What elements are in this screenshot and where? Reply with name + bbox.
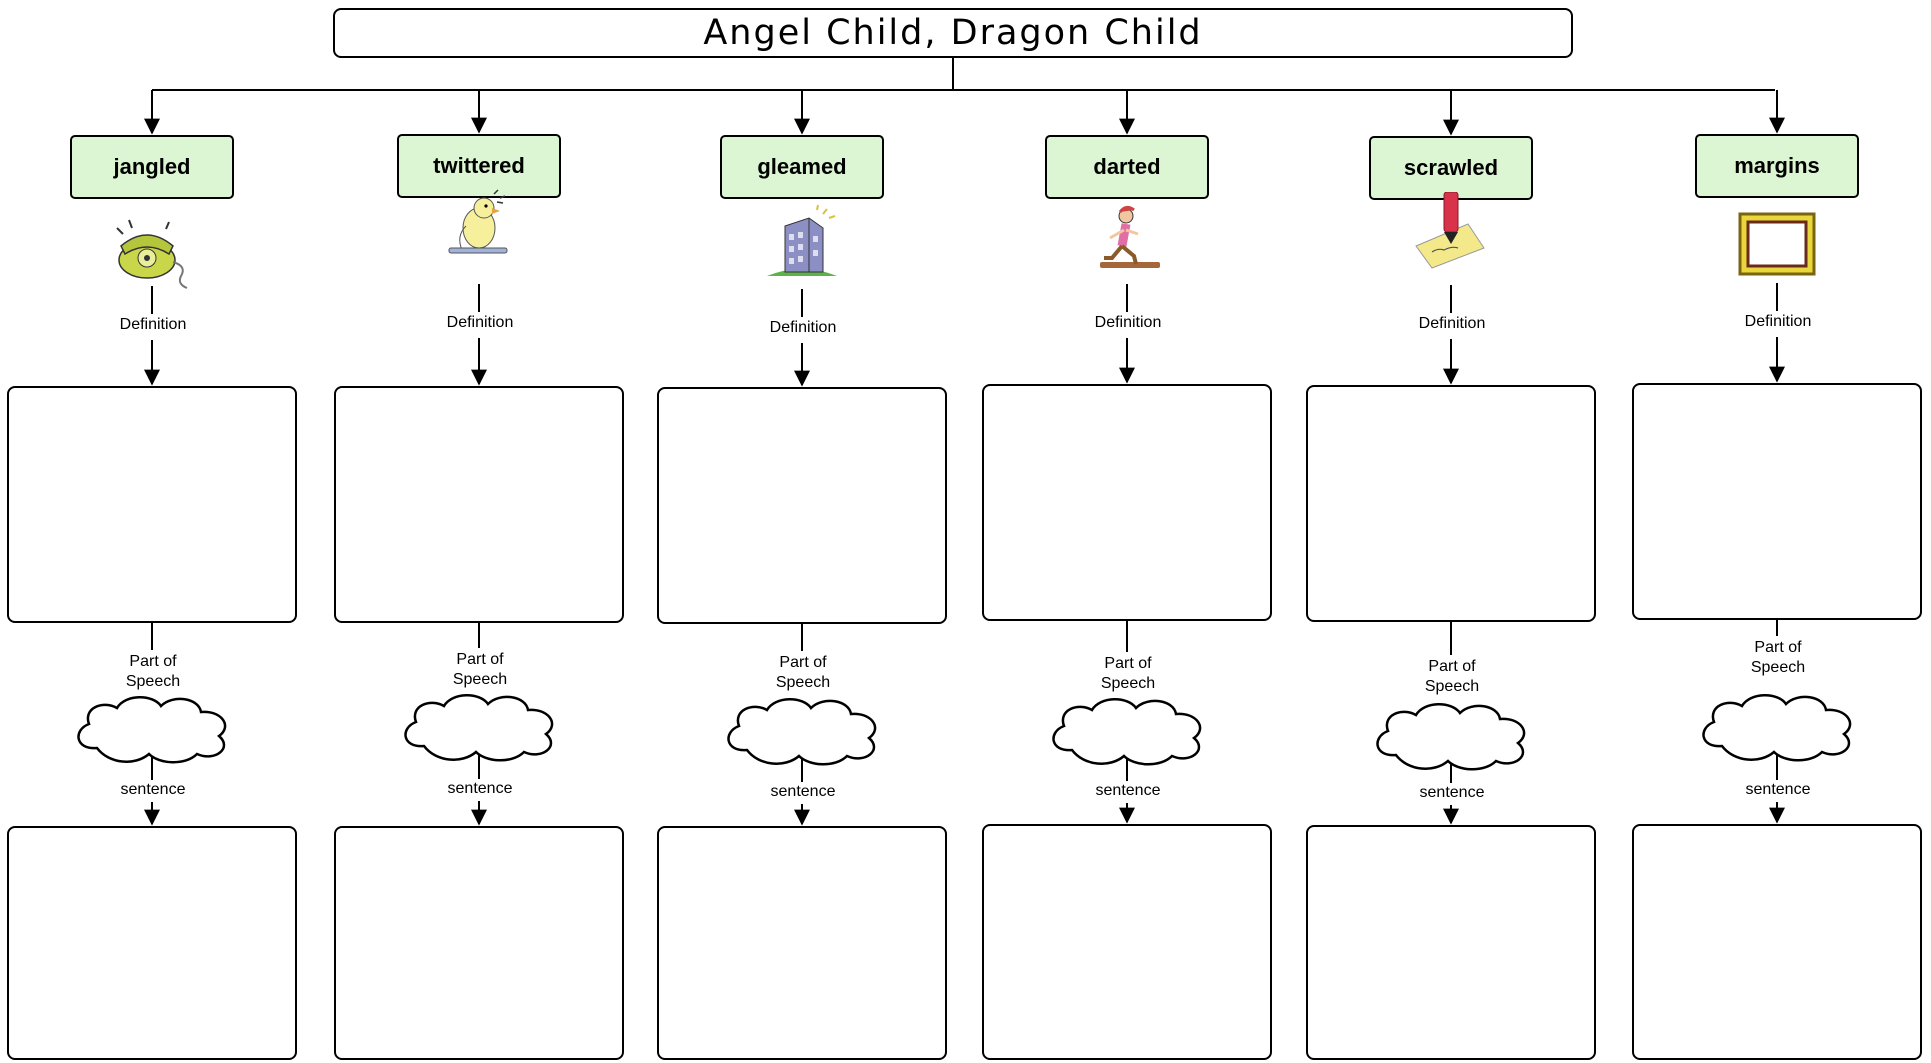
part-of-speech-label: Part of Speech <box>439 650 521 690</box>
sentence-label: sentence <box>752 782 854 802</box>
definition-box[interactable] <box>7 386 297 623</box>
sentence-label: sentence <box>1077 781 1179 801</box>
definition-box[interactable] <box>1306 385 1596 622</box>
definition-label: Definition <box>1077 313 1179 333</box>
definition-label: Definition <box>429 313 531 333</box>
part-of-speech-cloud[interactable] <box>719 694 885 766</box>
vocabulary-word: darted <box>1093 154 1161 179</box>
pen-writing-icon <box>1406 191 1496 272</box>
definition-box[interactable] <box>982 384 1272 621</box>
definition-label: Definition <box>1727 312 1829 332</box>
word-box-gleamed: gleamed <box>720 135 884 199</box>
sentence-box[interactable] <box>7 826 297 1060</box>
bird-icon <box>434 186 524 266</box>
sentence-box[interactable] <box>1306 825 1596 1060</box>
word-box-darted: darted <box>1045 135 1209 199</box>
sentence-box[interactable] <box>1632 824 1922 1060</box>
sentence-label: sentence <box>102 780 204 800</box>
telephone-icon <box>107 210 197 290</box>
sentence-box[interactable] <box>982 824 1272 1060</box>
definition-label: Definition <box>102 315 204 335</box>
part-of-speech-cloud[interactable] <box>69 692 235 764</box>
vocabulary-word: jangled <box>113 154 191 179</box>
diagram-title-box: Angel Child, Dragon Child <box>333 8 1573 58</box>
picture-frame-icon <box>1732 206 1822 286</box>
vocabulary-word: scrawled <box>1403 155 1499 180</box>
definition-box[interactable] <box>657 387 947 624</box>
definition-box[interactable] <box>334 386 624 623</box>
part-of-speech-label: Part of Speech <box>1737 638 1819 678</box>
part-of-speech-cloud[interactable] <box>396 690 562 762</box>
sentence-box[interactable] <box>334 826 624 1060</box>
sentence-label: sentence <box>1727 780 1829 800</box>
word-box-twittered: twittered <box>397 134 561 198</box>
part-of-speech-cloud[interactable] <box>1044 694 1210 766</box>
sentence-box[interactable] <box>657 826 947 1060</box>
running-person-icon <box>1082 204 1172 284</box>
part-of-speech-cloud[interactable] <box>1368 699 1534 771</box>
part-of-speech-label: Part of Speech <box>1411 657 1493 697</box>
part-of-speech-cloud[interactable] <box>1694 690 1860 762</box>
definition-box[interactable] <box>1632 383 1922 620</box>
sentence-label: sentence <box>1401 783 1503 803</box>
part-of-speech-label: Part of Speech <box>762 653 844 693</box>
part-of-speech-label: Part of Speech <box>112 652 194 692</box>
diagram-title: Angel Child, Dragon Child <box>703 13 1203 53</box>
definition-label: Definition <box>1401 314 1503 334</box>
vocabulary-word: gleamed <box>757 154 847 179</box>
definition-label: Definition <box>752 318 854 338</box>
vocabulary-word: margins <box>1734 153 1820 178</box>
word-box-scrawled: scrawled <box>1369 136 1533 200</box>
word-box-margins: margins <box>1695 134 1859 198</box>
vocabulary-word: twittered <box>433 153 525 178</box>
word-box-jangled: jangled <box>70 135 234 199</box>
part-of-speech-label: Part of Speech <box>1087 654 1169 694</box>
building-icon <box>757 204 847 284</box>
sentence-label: sentence <box>429 779 531 799</box>
